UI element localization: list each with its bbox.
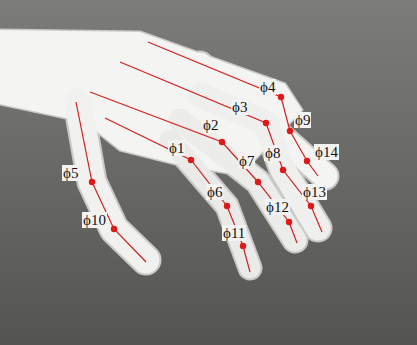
finger-line <box>76 102 146 262</box>
marker-dot <box>89 179 95 185</box>
callout-label: ϕ12 <box>265 199 290 215</box>
finger-line <box>90 92 297 243</box>
callout-label: ϕ4 <box>259 79 276 95</box>
marker-dot <box>219 139 225 145</box>
marker-dot <box>111 226 117 232</box>
marker-dot <box>240 243 246 249</box>
marker-dot <box>304 158 310 164</box>
callout-label: ϕ2 <box>202 117 219 133</box>
callout-label: ϕ13 <box>302 184 327 200</box>
marker-dots <box>89 94 314 249</box>
marker-dot <box>287 128 293 134</box>
callout-label: ϕ11 <box>222 225 246 241</box>
callout-label: ϕ8 <box>264 145 281 161</box>
marker-dot <box>286 219 292 225</box>
marker-dot <box>255 179 261 185</box>
callout-label: ϕ10 <box>82 212 107 228</box>
hand-shape <box>0 30 325 268</box>
finger-line <box>148 42 318 176</box>
callout-label: ϕ7 <box>238 153 255 169</box>
marker-dot <box>263 120 269 126</box>
callout-label: ϕ6 <box>206 184 223 200</box>
callout-label: ϕ14 <box>314 144 339 160</box>
marker-dot <box>280 167 286 173</box>
marker-dot <box>308 203 314 209</box>
finger-lines <box>76 42 322 272</box>
callout-label: ϕ1 <box>168 140 185 156</box>
callout-label: ϕ5 <box>62 165 79 181</box>
marker-dot <box>278 94 284 100</box>
finger-line <box>120 62 322 232</box>
callout-label: ϕ3 <box>231 99 248 115</box>
callout-label: ϕ9 <box>294 112 311 128</box>
marker-dot <box>224 203 230 209</box>
marker-dot <box>188 157 194 163</box>
finger-line <box>105 118 250 272</box>
